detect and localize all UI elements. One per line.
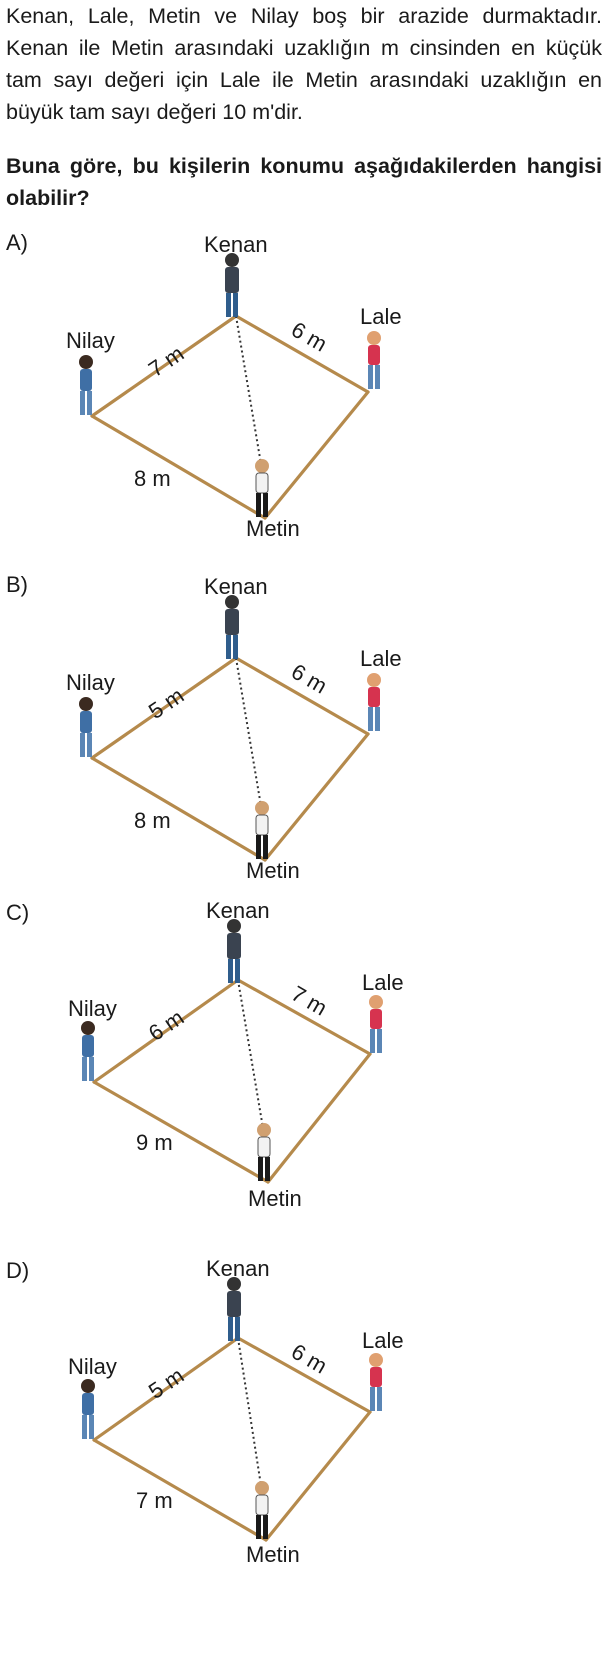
edge-kenan-lale	[234, 314, 370, 394]
edge-kenan-lale	[234, 656, 370, 736]
option-a[interactable]: A) Kenan Lal	[0, 230, 609, 590]
question-stem: Kenan, Lale, Metin ve Nilay boş bir araz…	[6, 4, 602, 124]
label-lale: Lale	[360, 646, 402, 671]
person-metin-icon	[255, 1481, 269, 1539]
edge-nilay-metin	[92, 1080, 270, 1184]
person-nilay-icon	[81, 1379, 95, 1439]
label-metin: Metin	[246, 858, 300, 883]
person-nilay-icon	[81, 1021, 95, 1081]
person-lale-icon	[367, 673, 381, 731]
edge-kenan-lale	[236, 1336, 372, 1414]
edge-lale-metin	[266, 1052, 372, 1184]
edge-nilay-metin	[90, 756, 267, 862]
person-kenan-icon	[225, 253, 239, 317]
label-nilay: Nilay	[66, 670, 115, 695]
distance-nilay-metin: 8 m	[134, 466, 171, 491]
edge-nilay-metin	[90, 414, 267, 520]
edge-nilay-kenan	[92, 1336, 240, 1442]
option-letter: D)	[6, 1258, 30, 1283]
option-c[interactable]: C) Kenan Lal	[0, 900, 609, 1260]
edge-lale-metin	[263, 390, 370, 520]
distance-nilay-metin: 9 m	[136, 1130, 173, 1155]
label-lale: Lale	[360, 304, 402, 329]
label-kenan: Kenan	[206, 900, 270, 923]
label-kenan: Kenan	[204, 574, 268, 599]
edge-nilay-kenan	[90, 314, 238, 418]
distance-kenan-lale: 7 m	[287, 981, 331, 1021]
distance-nilay-kenan: 5 m	[144, 1363, 188, 1404]
edge-kenan-metin	[237, 1337, 263, 1493]
distance-diagram: Kenan Lale Nilay Metin 7 m 6 m 8 m	[66, 232, 402, 541]
option-letter: B)	[6, 572, 28, 597]
option-d[interactable]: D) Kenan Lal	[0, 1258, 609, 1618]
distance-nilay-metin: 8 m	[134, 808, 171, 833]
distance-diagram: Kenan Lale Nilay Metin 5 m 6 m 7 m	[68, 1258, 404, 1567]
person-lale-icon	[369, 1353, 383, 1411]
person-lale-icon	[369, 995, 383, 1053]
edge-nilay-metin	[92, 1438, 268, 1542]
option-b[interactable]: B) Kenan Lal	[0, 572, 609, 932]
edge-lale-metin	[263, 732, 370, 862]
edge-kenan-lale	[236, 978, 372, 1056]
label-kenan: Kenan	[206, 1258, 270, 1281]
person-lale-icon	[367, 331, 381, 389]
label-nilay: Nilay	[68, 996, 117, 1021]
distance-diagram: Kenan Lale Nilay Metin 6 m 7 m 9 m	[68, 900, 404, 1211]
person-metin-icon	[257, 1123, 271, 1181]
edge-lale-metin	[264, 1410, 372, 1542]
label-nilay: Nilay	[66, 328, 115, 353]
option-letter: C)	[6, 900, 30, 925]
edge-kenan-metin	[235, 657, 263, 813]
label-lale: Lale	[362, 970, 404, 995]
person-kenan-icon	[227, 1277, 241, 1341]
label-metin: Metin	[246, 1542, 300, 1567]
question-prompt: Buna göre, bu kişilerin konumu aşağıdaki…	[6, 154, 602, 210]
label-metin: Metin	[248, 1186, 302, 1211]
edge-nilay-kenan	[90, 656, 238, 760]
edge-kenan-metin	[237, 979, 265, 1135]
label-lale: Lale	[362, 1328, 404, 1353]
label-metin: Metin	[246, 516, 300, 541]
label-nilay: Nilay	[68, 1354, 117, 1379]
distance-nilay-kenan: 6 m	[144, 1005, 188, 1046]
person-metin-icon	[255, 459, 269, 517]
distance-nilay-metin: 7 m	[136, 1488, 173, 1513]
label-kenan: Kenan	[204, 232, 268, 257]
option-letter: A)	[6, 230, 28, 255]
distance-kenan-lale: 6 m	[287, 1339, 331, 1379]
edge-nilay-kenan	[92, 978, 240, 1084]
person-kenan-icon	[225, 595, 239, 659]
person-kenan-icon	[227, 919, 241, 983]
person-nilay-icon	[79, 355, 93, 415]
edge-kenan-metin	[235, 315, 263, 471]
person-metin-icon	[255, 801, 269, 859]
person-nilay-icon	[79, 697, 93, 757]
distance-diagram: Kenan Lale Nilay Metin 5 m 6 m 8 m	[66, 574, 402, 883]
